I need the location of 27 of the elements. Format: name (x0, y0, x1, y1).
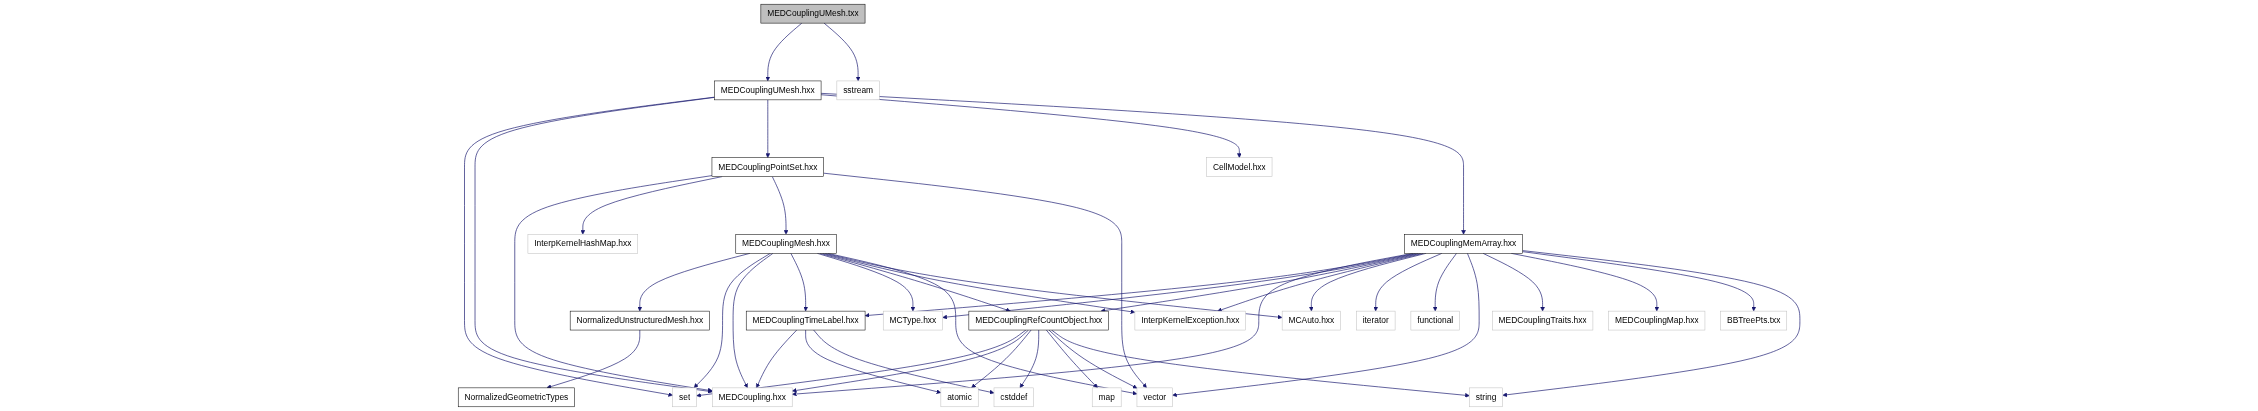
node-box: MCAuto.hxx (1281, 310, 1341, 331)
node-box: MEDCouplingUMesh.txx (760, 3, 866, 24)
node-box: MEDCouplingPointSet.hxx (711, 157, 824, 177)
node-box: CellModel.hxx (1206, 157, 1273, 177)
node-box: set (672, 387, 697, 408)
node-box: InterpKernelException.hxx (1134, 310, 1246, 331)
node-box: MEDCouplingRefCountObject.hxx (968, 310, 1109, 331)
node-box: iterator (1356, 310, 1396, 331)
node-box: MEDCoupling.hxx (711, 387, 793, 408)
node-box: functional (1410, 310, 1460, 331)
node-box: MEDCouplingUMesh.hxx (714, 80, 822, 101)
node-box: MEDCouplingMesh.hxx (735, 234, 837, 254)
node-box: vector (1136, 387, 1173, 408)
node-box: MEDCouplingMap.hxx (1608, 310, 1706, 331)
node-box: cstddef (993, 387, 1034, 408)
node-box: string (1469, 387, 1503, 408)
node-box: sstream (836, 80, 880, 101)
node-box: MEDCouplingTraits.hxx (1491, 310, 1594, 331)
node-box: atomic (940, 387, 979, 408)
node-box: MEDCouplingTimeLabel.hxx (745, 310, 866, 331)
node-box: NormalizedGeometricTypes (457, 387, 575, 408)
node-box: BBTreePts.txx (1720, 310, 1787, 331)
node-box: MCType.hxx (882, 310, 943, 331)
node-box: MEDCouplingMemArray.hxx (1404, 234, 1523, 254)
node-box: map (1091, 387, 1122, 408)
node-box: NormalizedUnstructuredMesh.hxx (569, 310, 710, 331)
node-box: InterpKernelHashMap.hxx (527, 234, 638, 254)
